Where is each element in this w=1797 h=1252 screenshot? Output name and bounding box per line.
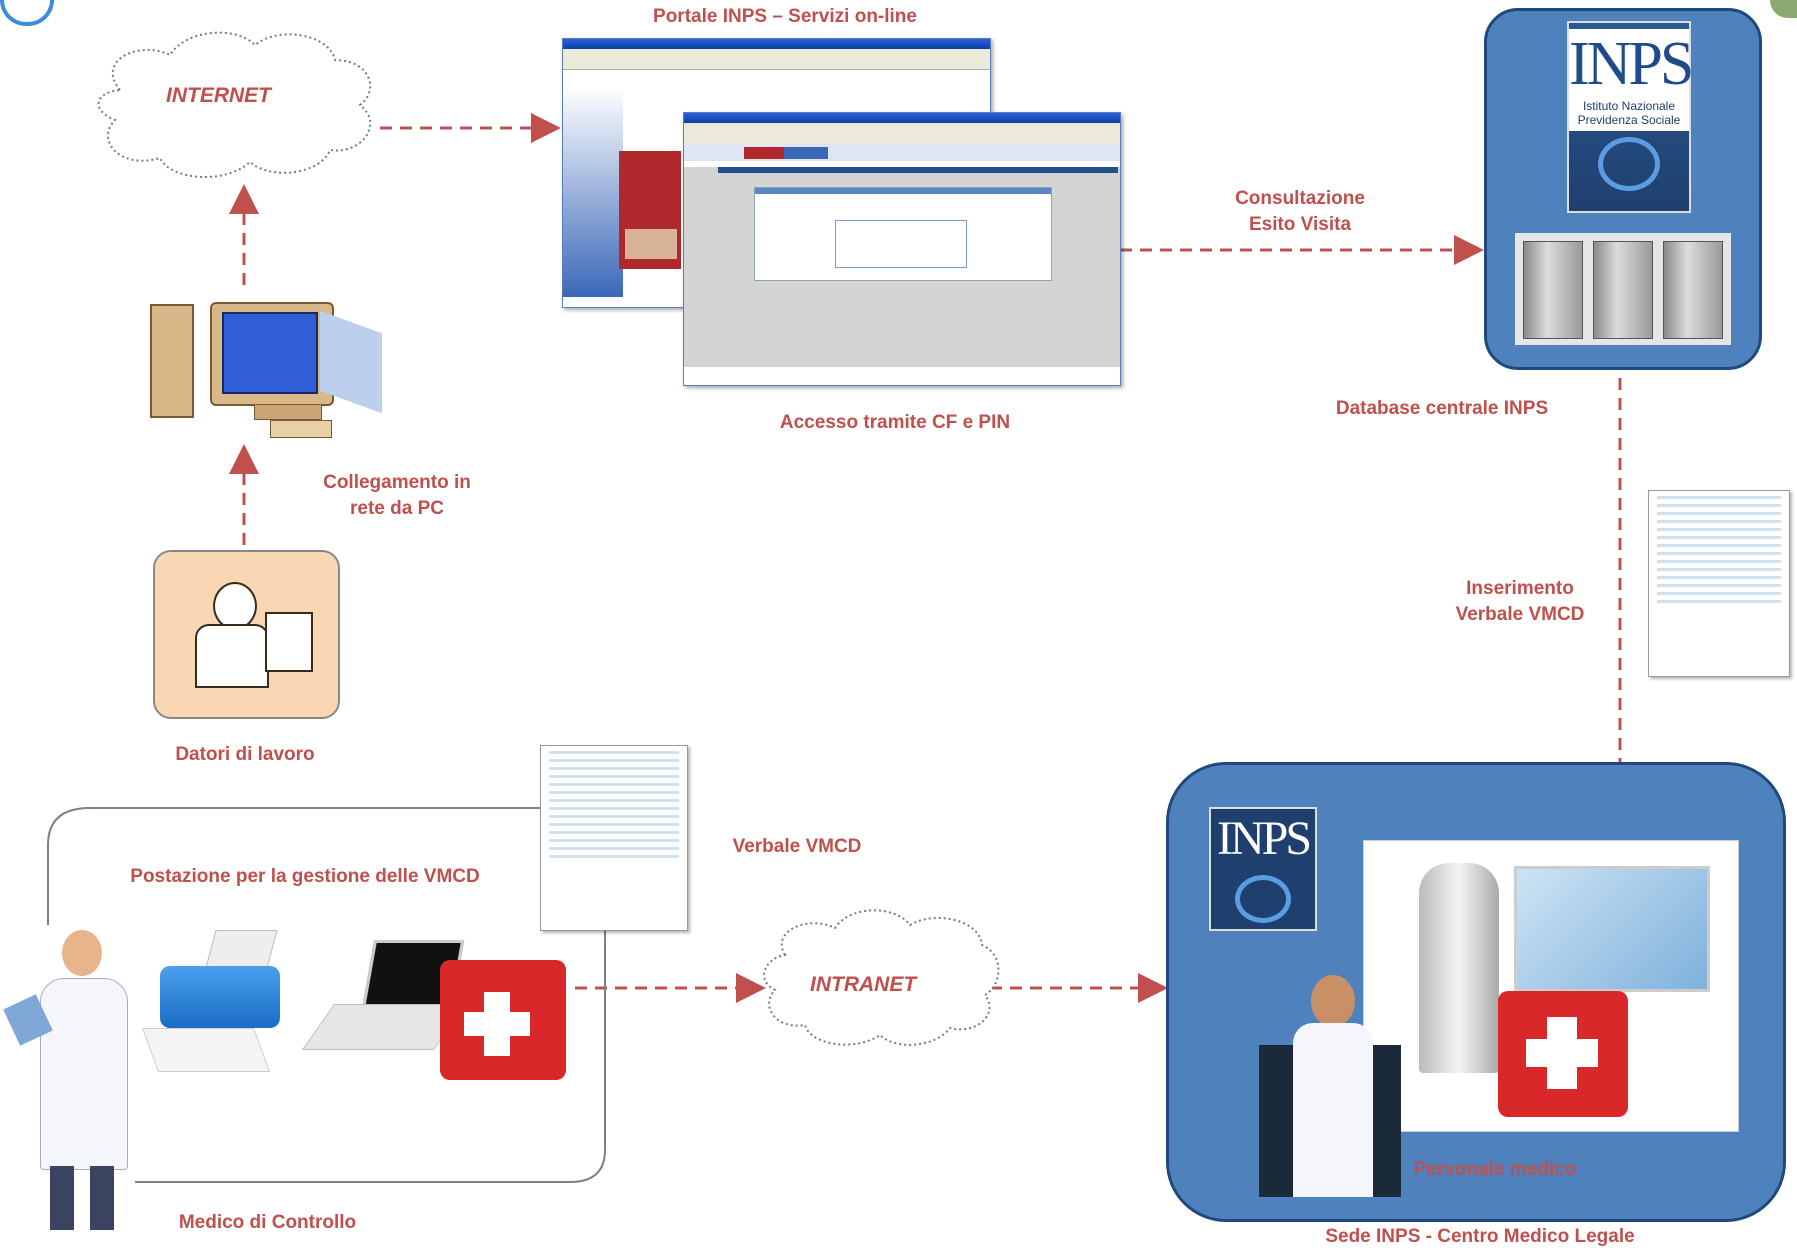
- verbale-document-right: [1648, 490, 1790, 677]
- personale-medico-figure: [1259, 975, 1401, 1197]
- personale-label: Personale medico: [1413, 1159, 1577, 1180]
- datori-label: Datori di lavoro: [175, 744, 315, 765]
- inserimento-label: Inserimento Verbale VMCD: [1430, 576, 1610, 628]
- database-label: Database centrale INPS: [1335, 398, 1549, 419]
- login-form: [754, 187, 1052, 281]
- consultazione-line-2: Esito Visita: [1248, 214, 1352, 235]
- leaf-icon: [1770, 0, 1797, 18]
- browser-side-banner: [563, 87, 623, 297]
- accesso-label: Accesso tramite CF e PIN: [779, 412, 1011, 433]
- portal-title: Portale INPS – Servizi on-line: [653, 6, 917, 27]
- collegamento-line-1: Collegamento in: [323, 472, 471, 493]
- consultazione-line-1: Consultazione: [1235, 188, 1365, 209]
- inps-database-box: INPS Istituto Nazionale Previdenza Socia…: [1484, 8, 1762, 370]
- inps-logo: INPS Istituto Nazionale Previdenza Socia…: [1567, 21, 1694, 213]
- inserimento-line-1: Inserimento: [1466, 578, 1574, 599]
- inps-logo-emblem: [1598, 137, 1660, 191]
- printer-icon: [141, 930, 290, 1080]
- inps-logo-sub-1: Istituto Nazionale: [1569, 99, 1689, 113]
- medkit-icon: [440, 960, 566, 1080]
- browser-photo: [625, 229, 677, 259]
- laptop-icon: [301, 940, 467, 1060]
- inps-sede-logo-emblem: [1235, 875, 1291, 923]
- server-3: [1663, 241, 1723, 339]
- medico-figure: [3, 930, 145, 1240]
- sede-label: Sede INPS - Centro Medico Legale: [1325, 1226, 1635, 1247]
- server-group: [1515, 233, 1731, 345]
- medical-equipment-image: [1363, 840, 1739, 1132]
- computer-icon: [150, 292, 382, 442]
- medico-label: Medico di Controllo: [178, 1212, 357, 1233]
- browser-content: [684, 167, 1120, 367]
- browser-tab-servizi: [784, 147, 828, 159]
- verbale-label: Verbale VMCD: [732, 836, 862, 857]
- server-1: [1523, 241, 1583, 339]
- verbale-document-left: [540, 745, 688, 931]
- inps-logo-sub-2: Previdenza Sociale: [1569, 113, 1689, 131]
- inps-logo-text: INPS: [1569, 29, 1694, 99]
- consultazione-label: Consultazione Esito Visita: [1210, 186, 1390, 238]
- collegamento-label: Collegamento in rete da PC: [292, 470, 502, 522]
- postazione-label: Postazione per la gestione delle VMCD: [130, 866, 480, 887]
- collegamento-line-2: rete da PC: [350, 498, 444, 519]
- browser-window-login: [683, 112, 1121, 386]
- inps-sede-logo: INPS: [1209, 807, 1317, 931]
- internet-cloud: [97, 31, 372, 179]
- inps-sede-logo-text: INPS: [1216, 812, 1312, 865]
- inserimento-line-2: Verbale VMCD: [1455, 604, 1585, 625]
- internet-label: INTERNET: [166, 84, 271, 107]
- intranet-label: INTRANET: [810, 973, 917, 996]
- inps-sede-box: INPS Personale medico: [1166, 762, 1786, 1222]
- intranet-cloud: [763, 909, 1000, 1046]
- datori-icon: [153, 550, 340, 719]
- server-2: [1593, 241, 1653, 339]
- browser-tab-informazioni: [744, 147, 784, 159]
